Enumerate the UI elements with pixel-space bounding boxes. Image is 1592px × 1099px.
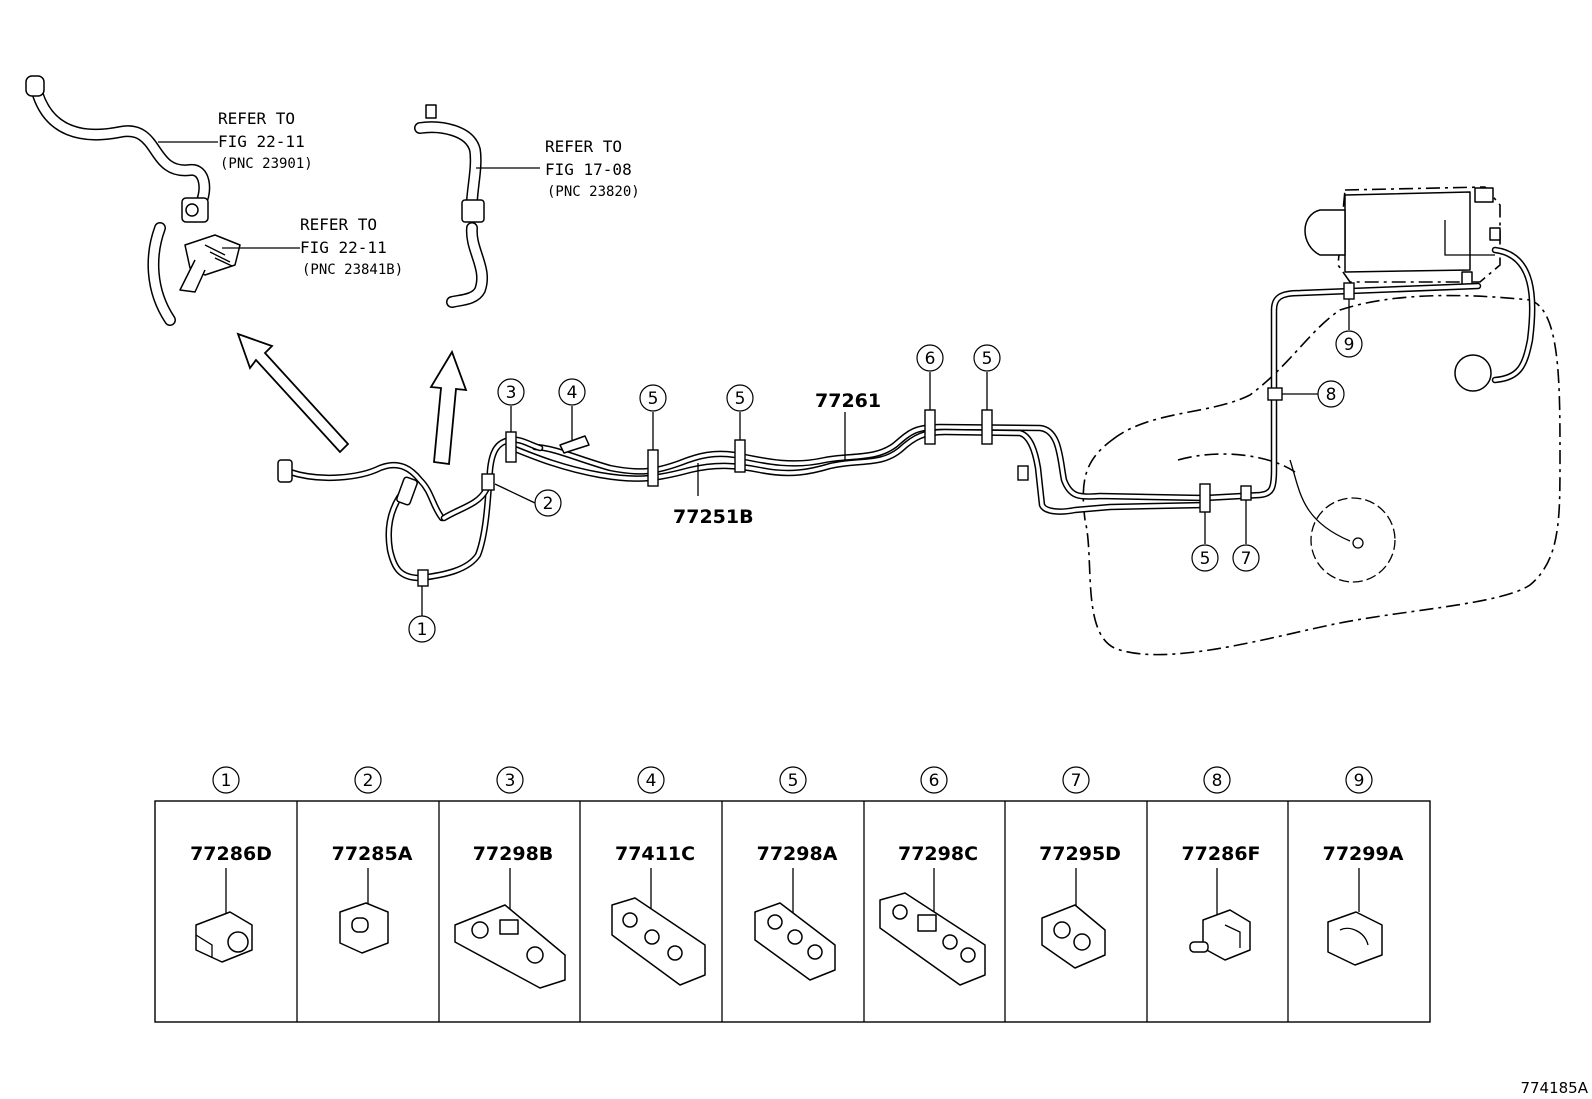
reference-note-2: REFER TO FIG 22-11 (PNC 23841B) bbox=[300, 215, 403, 278]
callout-7: 7 bbox=[1232, 544, 1260, 572]
svg-text:8: 8 bbox=[1212, 771, 1223, 791]
table-key-6: 6 bbox=[920, 766, 948, 794]
diagram-callouts: 1 2 3 4 5 5 5 6 5 7 8 9 bbox=[408, 330, 1363, 643]
reference-1-line2: FIG 22-11 bbox=[218, 132, 305, 151]
table-key-1: 1 bbox=[212, 766, 240, 794]
svg-text:4: 4 bbox=[567, 383, 578, 403]
svg-text:4: 4 bbox=[646, 771, 657, 791]
table-part-7: 77295D bbox=[1039, 843, 1121, 865]
clamp-sketch-3 bbox=[454, 868, 566, 989]
part-label-77251B: 77251B bbox=[673, 506, 754, 528]
svg-text:6: 6 bbox=[925, 349, 936, 369]
table-part-1: 77286D bbox=[190, 843, 272, 865]
table-key-3: 3 bbox=[496, 766, 524, 794]
svg-text:6: 6 bbox=[929, 771, 940, 791]
reference-note-1: REFER TO FIG 22-11 (PNC 23901) bbox=[218, 109, 313, 172]
figure-code: 774185A bbox=[1520, 1079, 1588, 1097]
svg-text:5: 5 bbox=[1200, 549, 1211, 569]
table-key-4: 4 bbox=[637, 766, 665, 794]
clamp-markers bbox=[417, 282, 1355, 587]
clamp-sketch-6 bbox=[879, 868, 986, 986]
callout-9: 9 bbox=[1335, 330, 1363, 358]
table-part-8: 77286F bbox=[1181, 843, 1260, 865]
fuel-tube-77251B bbox=[506, 428, 1209, 515]
table-key-8: 8 bbox=[1203, 766, 1231, 794]
direction-arrow-1 bbox=[236, 332, 350, 454]
callout-5b: 5 bbox=[726, 384, 754, 412]
svg-text:5: 5 bbox=[982, 349, 993, 369]
svg-text:2: 2 bbox=[363, 771, 374, 791]
callout-leaders bbox=[421, 299, 1350, 616]
direction-arrow-2 bbox=[429, 349, 468, 466]
svg-text:5: 5 bbox=[788, 771, 799, 791]
table-key-7: 7 bbox=[1062, 766, 1090, 794]
reference-1-line3: (PNC 23901) bbox=[220, 156, 313, 172]
clamp-sketch-4 bbox=[611, 868, 706, 986]
callout-6: 6 bbox=[916, 344, 944, 372]
table-key-5: 5 bbox=[779, 766, 807, 794]
svg-text:8: 8 bbox=[1326, 385, 1337, 405]
callout-3: 3 bbox=[497, 378, 525, 406]
svg-text:3: 3 bbox=[506, 383, 517, 403]
table-part-2: 77285A bbox=[332, 843, 413, 865]
svg-text:9: 9 bbox=[1354, 771, 1365, 791]
svg-text:1: 1 bbox=[221, 771, 232, 791]
callout-5d: 5 bbox=[973, 344, 1001, 372]
clamp-sketch-2 bbox=[339, 868, 389, 954]
fuel-pump-flange-outline bbox=[1310, 497, 1396, 583]
svg-text:1: 1 bbox=[417, 620, 428, 640]
table-key-9: 9 bbox=[1345, 766, 1373, 794]
clamp-sketch-1 bbox=[195, 868, 253, 963]
filler-hose-illustration bbox=[25, 75, 241, 326]
svg-text:7: 7 bbox=[1241, 549, 1252, 569]
charcoal-canister bbox=[1304, 186, 1536, 392]
table-part-4: 77411C bbox=[615, 843, 695, 865]
callout-4: 4 bbox=[558, 378, 586, 406]
callout-8: 8 bbox=[1317, 380, 1345, 408]
reference-2-line1: REFER TO bbox=[300, 215, 377, 234]
table-key-2: 2 bbox=[354, 766, 382, 794]
reference-3-line2: FIG 17-08 bbox=[545, 160, 632, 179]
svg-text:5: 5 bbox=[648, 389, 659, 409]
callout-1: 1 bbox=[408, 615, 436, 643]
clamp-sketch-9 bbox=[1327, 868, 1383, 966]
reference-3-line3: (PNC 23820) bbox=[547, 184, 640, 200]
front-tube-section bbox=[277, 436, 544, 582]
table-part-6: 77298C bbox=[898, 843, 978, 865]
clamp-sketch-7 bbox=[1041, 868, 1106, 969]
table-part-3: 77298B bbox=[473, 843, 554, 865]
fuel-tank-outline bbox=[1082, 294, 1561, 656]
svg-text:9: 9 bbox=[1344, 335, 1355, 355]
fuel-tank-vent-hose-illustration bbox=[414, 104, 488, 308]
callout-5a: 5 bbox=[639, 384, 667, 412]
table-part-9: 77299A bbox=[1323, 843, 1404, 865]
reference-3-line1: REFER TO bbox=[545, 137, 622, 156]
reference-note-3: REFER TO FIG 17-08 (PNC 23820) bbox=[545, 137, 640, 200]
clamp-table: 1 2 3 4 5 6 7 8 9 77286D 77285A 77298B 7… bbox=[154, 766, 1431, 1023]
part-label-77261: 77261 bbox=[815, 390, 881, 412]
reference-2-line3: (PNC 23841B) bbox=[302, 262, 403, 278]
callout-2: 2 bbox=[534, 489, 562, 517]
clamp-sketch-8 bbox=[1189, 868, 1251, 961]
svg-text:3: 3 bbox=[505, 771, 516, 791]
fuel-tube-77261 bbox=[531, 282, 1482, 502]
reference-2-line2: FIG 22-11 bbox=[300, 238, 387, 257]
clamp-sketch-5 bbox=[754, 868, 836, 981]
table-part-5: 77298A bbox=[757, 843, 838, 865]
svg-text:5: 5 bbox=[735, 389, 746, 409]
svg-text:2: 2 bbox=[543, 494, 554, 514]
svg-text:7: 7 bbox=[1071, 771, 1082, 791]
callout-5c: 5 bbox=[1191, 544, 1219, 572]
reference-1-line1: REFER TO bbox=[218, 109, 295, 128]
